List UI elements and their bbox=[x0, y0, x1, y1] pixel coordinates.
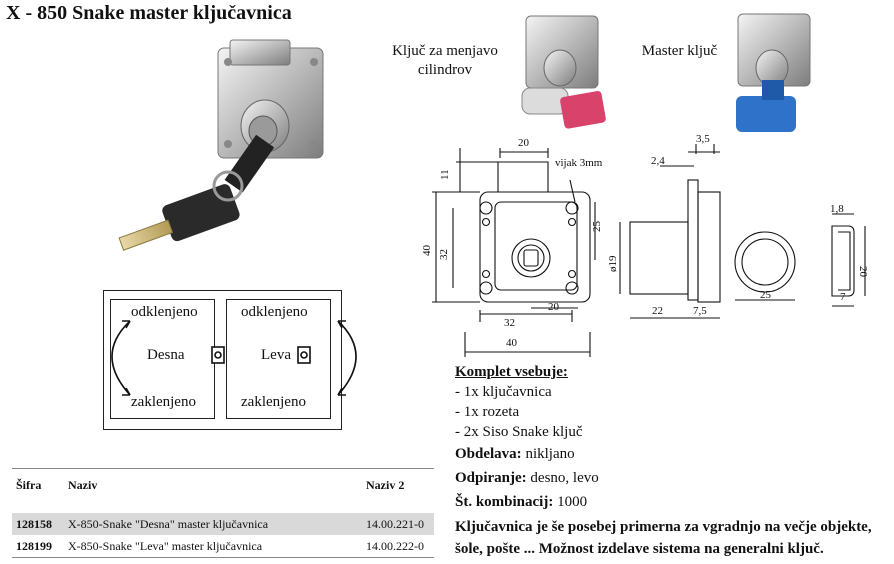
table-row[interactable]: 128199 X-850-Snake "Leva" master ključav… bbox=[12, 535, 434, 558]
product-table: Šifra Naziv Naziv 2 128158 X-850-Snake "… bbox=[12, 468, 434, 558]
spec-finish-label: Obdelava: bbox=[455, 446, 522, 462]
dim-1-8: 1,8 bbox=[830, 203, 844, 215]
dim-screw: vijak 3mm bbox=[555, 157, 603, 169]
caption-master-key: Master ključ bbox=[641, 43, 718, 59]
dim-22: 22 bbox=[652, 305, 663, 317]
kit-contents-heading: Komplet vsebuje: bbox=[455, 364, 568, 380]
right-panel-unlocked: odklenjeno bbox=[131, 304, 198, 320]
cell-name2: 14.00.222-0 bbox=[366, 538, 424, 553]
dim-11: 11 bbox=[439, 169, 451, 180]
col-header-name: Naziv bbox=[68, 477, 98, 492]
dim-7-5: 7,5 bbox=[693, 305, 707, 317]
left-panel-locked: zaklenjeno bbox=[241, 394, 306, 410]
panel-right-lock: odklenjeno Desna zaklenjeno bbox=[110, 299, 215, 419]
cell-code: 128199 bbox=[16, 538, 52, 553]
panel-left-lock: odklenjeno Leva zaklenjeno bbox=[226, 299, 331, 419]
technical-drawing: 20 11 vijak 3mm 25 40 32 20 32 40 3,5 2,… bbox=[421, 133, 869, 357]
cell-name: X-850-Snake "Leva" master ključavnica bbox=[68, 538, 263, 553]
table-row[interactable]: 128158 X-850-Snake "Desna" master ključa… bbox=[12, 513, 434, 535]
spec-opening-label: Odpiranje: bbox=[455, 470, 527, 486]
dim-20-mid: 20 bbox=[548, 301, 560, 313]
left-panel-unlocked: odklenjeno bbox=[241, 304, 308, 320]
kit-item: - 1x ključavnica bbox=[455, 384, 552, 400]
dim-25-right: 25 bbox=[591, 221, 603, 233]
dim-40-left: 40 bbox=[421, 245, 433, 257]
spec-opening: Odpiranje: desno, levo bbox=[455, 470, 599, 487]
changeable-cylinder-key-photo bbox=[521, 15, 606, 129]
cell-code: 128158 bbox=[12, 513, 64, 535]
rotation-arrows bbox=[111, 320, 357, 396]
spec-combinations-value: 1000 bbox=[553, 494, 588, 510]
kit-contents: Komplet vsebuje: - 1x ključavnica - 1x r… bbox=[455, 362, 583, 442]
col-header-code: Šifra bbox=[16, 477, 42, 492]
lock-orientation-diagram: odklenjeno Desna zaklenjeno odklenjeno L… bbox=[103, 290, 357, 430]
col-header-name2: Naziv 2 bbox=[366, 477, 405, 492]
dim-25-rosette: 25 bbox=[760, 289, 772, 301]
dim-2-4: 2,4 bbox=[651, 155, 665, 167]
dim-40-bottom: 40 bbox=[506, 337, 518, 349]
dim-32-bottom: 32 bbox=[504, 317, 515, 329]
spec-combinations-label: Št. kombinacij: bbox=[455, 494, 554, 510]
spec-finish: Obdelava: niklјano bbox=[455, 446, 575, 463]
dim-7: 7 bbox=[840, 291, 846, 303]
dim-d19: ø19 bbox=[607, 255, 619, 272]
caption-changeable-cylinder-key: Ključ za menjavo cilindrov bbox=[392, 43, 498, 78]
product-note: Ključavnica je še posebej primerna za vg… bbox=[455, 519, 872, 557]
dim-20-top: 20 bbox=[518, 137, 530, 149]
spec-combinations: Št. kombinacij: 1000 bbox=[455, 494, 587, 511]
spec-finish-value: niklјano bbox=[521, 446, 575, 462]
master-key-photo bbox=[736, 13, 811, 132]
right-panel-locked: zaklenjeno bbox=[131, 394, 196, 410]
dim-3-5: 3,5 bbox=[696, 133, 710, 145]
pink-key-icon bbox=[560, 91, 606, 129]
right-panel-label: Desna bbox=[147, 347, 185, 363]
left-panel-label: Leva bbox=[261, 347, 291, 363]
lock-photo bbox=[118, 39, 324, 251]
dim-20-side: 20 bbox=[857, 266, 869, 278]
kit-item: - 1x rozeta bbox=[455, 404, 520, 420]
spec-opening-value: desno, levo bbox=[526, 470, 599, 486]
cell-name2: 14.00.221-0 bbox=[362, 513, 434, 535]
blue-key-icon bbox=[736, 96, 796, 132]
kit-item: - 2x Siso Snake ključ bbox=[455, 424, 583, 440]
page-title: X - 850 Snake master ključavnica bbox=[6, 2, 292, 24]
dim-32-left: 32 bbox=[438, 249, 450, 260]
cell-name: X-850-Snake "Desna" master ključavnica bbox=[64, 513, 362, 535]
